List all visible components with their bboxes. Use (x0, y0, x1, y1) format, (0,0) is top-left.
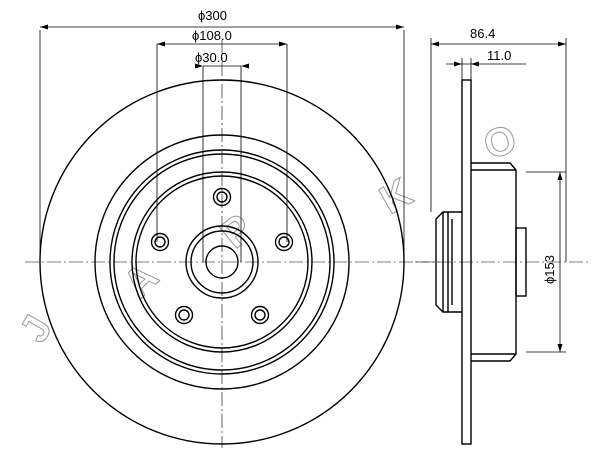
disc-plate-section (461, 79, 472, 445)
watermark-logo: J A P K O (11, 116, 523, 350)
hub-boss-inner (190, 230, 254, 294)
outer-diameter-label: ϕ300 (198, 8, 227, 23)
bolt-hole (150, 232, 170, 252)
watermark-letter-k: K (373, 170, 420, 223)
bolt-holes (150, 187, 294, 325)
watermark-letter-o: O (478, 116, 522, 168)
hub-boss-outer (185, 225, 259, 299)
center-bore-label: ϕ30.0 (195, 50, 228, 65)
hat-outer-ring (109, 149, 335, 375)
disc-thickness-label: 11.0 (487, 48, 511, 63)
bolt-hole (174, 305, 194, 325)
watermark-letter-j: J (12, 308, 61, 349)
disc-side-view (415, 79, 590, 445)
center-bore (205, 245, 239, 279)
overall-height-label: 86.4 (470, 26, 495, 41)
friction-inner-edge (94, 134, 350, 390)
bolt-hole (274, 232, 294, 252)
spigot-profile (435, 211, 462, 313)
front-dimensions (39, 24, 405, 262)
hub-flange-inner (135, 175, 309, 349)
hat-ring-2 (113, 153, 331, 371)
side-dimensions (430, 38, 567, 353)
watermark-letter-a: A (115, 255, 167, 307)
hub-flange-outer (131, 171, 313, 353)
bolt-hole (212, 187, 232, 207)
bolt-hole (250, 305, 270, 325)
hub-diameter-label: ϕ153 (542, 255, 557, 284)
pcd-label: ϕ108.0 (192, 28, 232, 43)
hub-face (515, 227, 527, 297)
